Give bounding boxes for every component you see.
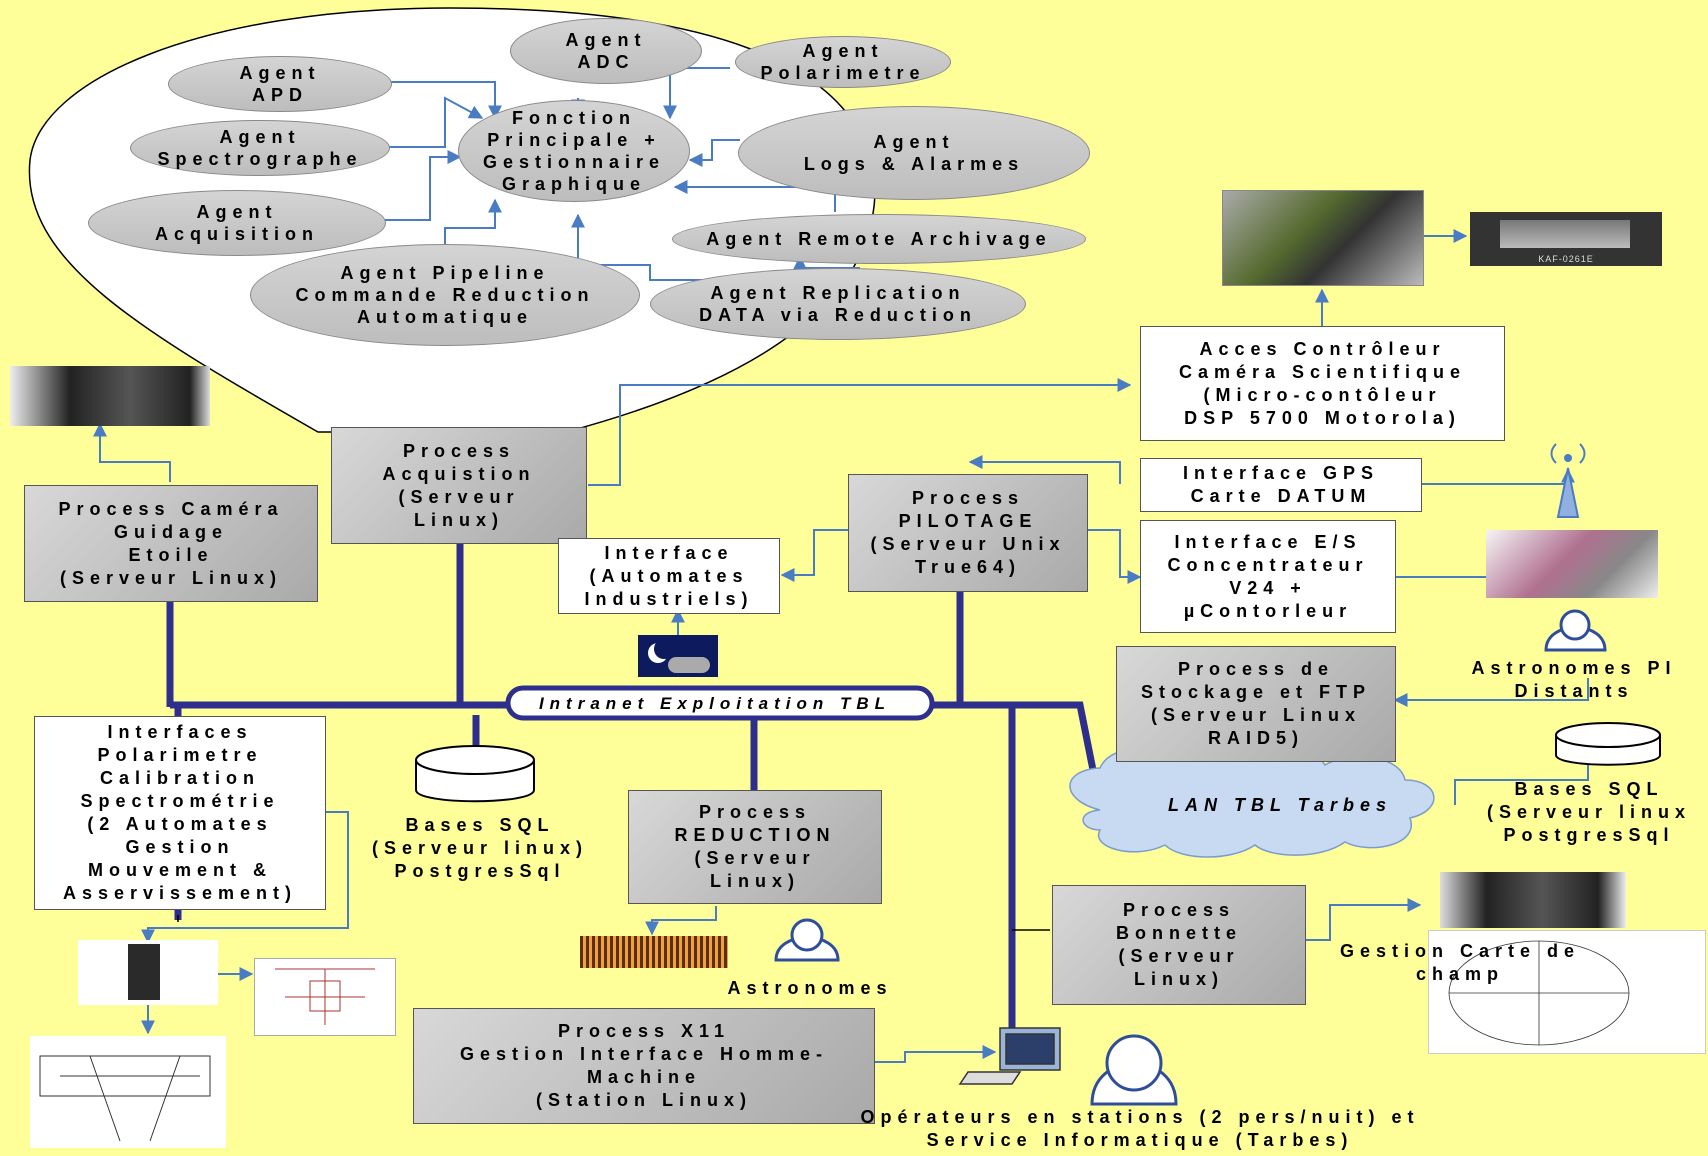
fonction-principale: Fonction Principale + Gestionnaire Graph… bbox=[458, 100, 690, 202]
workstation-icon bbox=[958, 1027, 1061, 1085]
sql-database-icon bbox=[415, 745, 535, 803]
sql-database-icon bbox=[1555, 722, 1661, 766]
spectrum-photo bbox=[580, 936, 728, 968]
automate-device-photo bbox=[78, 940, 218, 1005]
gps-antenna-icon bbox=[1550, 443, 1586, 518]
instrument-diagram-photo bbox=[254, 958, 396, 1036]
operator-icon bbox=[1090, 1034, 1178, 1106]
star-chart-photo bbox=[1428, 930, 1706, 1054]
gestion-carte-label: Gestion Carte de champ bbox=[1339, 941, 1581, 984]
interface-automates: Interface (Automates Industriels) bbox=[558, 538, 780, 614]
agent-replication: Agent Replication DATA via Reduction bbox=[650, 268, 1026, 340]
agent-pipeline: Agent Pipeline Commande Reduction Automa… bbox=[250, 244, 640, 346]
agent-spectrographe: Agent Spectrographe bbox=[130, 120, 390, 176]
guidage-camera-photo bbox=[10, 366, 210, 426]
intranet-bus bbox=[505, 685, 935, 721]
agent-polarimetre: Agent Polarimetre bbox=[735, 36, 951, 88]
interface-es: Interface E/S Concentrateur V24 + µConto… bbox=[1140, 520, 1396, 633]
process-guidage: Process Caméra Guidage Etoile (Serveur L… bbox=[24, 485, 318, 602]
astronome-pi-icon bbox=[1544, 609, 1607, 652]
process-bonnette: Process Bonnette (Serveur Linux) bbox=[1052, 885, 1306, 1005]
telescope-photo bbox=[1486, 530, 1658, 598]
astronomes-pi-label: Astronomes PI Distants bbox=[1471, 658, 1677, 701]
telescope-drawing-photo bbox=[30, 1036, 226, 1148]
operateurs-label: Opérateurs en stations (2 pers/nuit) et … bbox=[860, 1107, 1420, 1150]
process-pilotage: Process PILOTAGE (Serveur Unix True64) bbox=[848, 474, 1088, 592]
agent-acquisition: Agent Acquisition bbox=[88, 190, 386, 256]
lan-label: LAN TBL Tarbes bbox=[1167, 794, 1393, 815]
scientific-camera-photo bbox=[1222, 190, 1424, 286]
interface-gps: Interface GPS Carte DATUM bbox=[1140, 458, 1422, 512]
agent-apd: Agent APD bbox=[168, 56, 392, 112]
astronomes-label: Astronomes bbox=[727, 977, 893, 998]
process-x11: Process X11 Gestion Interface Homme- Mac… bbox=[413, 1008, 875, 1124]
process-reduction: Process REDUCTION (Serveur Linux) bbox=[628, 790, 882, 904]
agent-logs: Agent Logs & Alarmes bbox=[738, 106, 1090, 200]
bases-sql-label-2: Bases SQL (Serveur linux PostgresSql bbox=[1486, 778, 1692, 845]
process-acquisition: Process Acquistion (Serveur Linux) bbox=[331, 427, 587, 544]
night-sky-icon bbox=[638, 635, 718, 677]
bonnette-camera-photo bbox=[1440, 872, 1626, 928]
kaf-label: KAF-0261E bbox=[1538, 254, 1594, 264]
interfaces-polarimetre: Interfaces Polarimetre Calibration Spect… bbox=[34, 716, 326, 910]
process-stockage: Process de Stockage et FTP (Serveur Linu… bbox=[1116, 646, 1396, 762]
acces-controleur: Acces Contrôleur Caméra Scientifique (Mi… bbox=[1140, 326, 1505, 441]
kaf-sensor-photo: KAF-0261E bbox=[1470, 212, 1662, 266]
astronome-icon bbox=[774, 918, 840, 962]
agent-remote-archivage: Agent Remote Archivage bbox=[672, 214, 1086, 264]
intranet-label: Intranet Exploitation TBL bbox=[538, 693, 892, 713]
bases-sql-label: Bases SQL (Serveur linux) PostgresSql bbox=[371, 814, 589, 881]
agent-adc: Agent ADC bbox=[510, 18, 702, 84]
